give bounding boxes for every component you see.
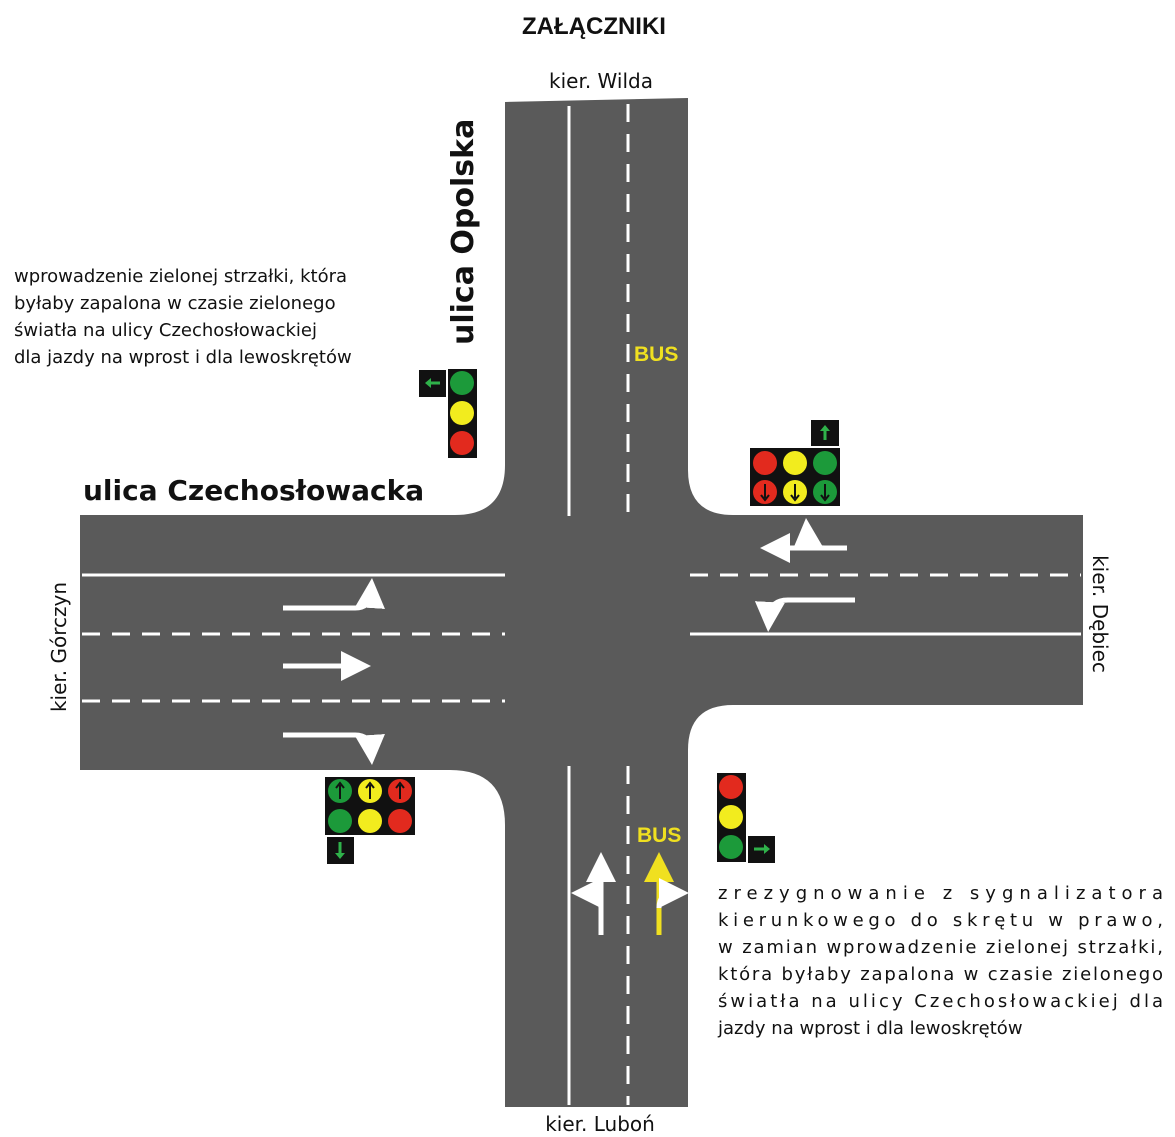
traffic-signal-se [717,773,775,863]
note-line: w zamian wprowadzenie zielonej strzałki, [718,937,1163,958]
note-top-left: wprowadzenie zielonej strzałki, która by… [14,266,352,368]
signal-yellow-light [358,809,382,833]
lane-arrow-right-branch-east [793,518,826,551]
direction-west-label: kier. Górczyn [47,582,71,712]
note-line: wprowadzenie zielonej strzałki, która [14,266,347,287]
signal-yellow-light [783,451,807,475]
direction-south-label: kier. Luboń [545,1112,655,1136]
direction-north-label: kier. Wilda [549,69,653,93]
signal-green-light [450,371,474,395]
lane-arrow-left-branch-south [571,878,604,909]
note-bottom-right: zrezygnowanie z sygnalizatora kierunkowe… [717,883,1163,1039]
lane-arrow-straight-left [283,578,385,611]
note-line: dla jazdy na wprost i dla lewoskrętów [14,347,352,368]
bus-lane-label-south: BUS [637,824,681,847]
north-arm-markings [567,104,630,516]
direction-east-label: kier. Dębiec [1088,555,1112,673]
lane-arrow-left-east [754,597,855,632]
traffic-signal-ne [750,420,840,506]
signal-yellow-light [719,805,743,829]
note-line: światła na ulicy Czechosłowackiej [14,320,317,341]
traffic-signal-sw [325,777,415,864]
signal-yellow-light [450,401,474,425]
lane-arrow-straight-right [283,732,385,765]
note-line: kierunkowego do skrętu w prawo, [718,910,1163,931]
page-title: ZAŁĄCZNIKI [522,13,666,40]
west-arm-markings [82,573,505,703]
note-line: światła na ulicy Czechosłowackiej dla [718,991,1163,1012]
signal-red-light [753,451,777,475]
traffic-signal-nw [419,369,477,458]
note-line: jazdy na wprost i dla lewoskrętów [717,1018,1023,1039]
note-line: która byłaby zapalona w czasie zielonego [718,964,1163,985]
signal-red-light [450,431,474,455]
signal-green-light [328,809,352,833]
signal-red-light [388,809,412,833]
east-arm-markings [690,573,1081,636]
signal-red-light [719,775,743,799]
note-line: zrezygnowanie z sygnalizatora [718,883,1163,904]
lane-arrow-right-branch-south [656,878,689,909]
street-name-opolska: ulica Opolska [446,119,481,345]
note-line: byłaby zapalona w czasie zielonego [14,293,336,314]
street-name-czechoslowacka: ulica Czechosłowacka [83,474,424,507]
signal-green-light [813,451,837,475]
bus-lane-label-north: BUS [634,343,678,366]
road-surface [80,98,1083,1107]
signal-green-light [719,835,743,859]
south-arm-markings [567,766,630,1105]
